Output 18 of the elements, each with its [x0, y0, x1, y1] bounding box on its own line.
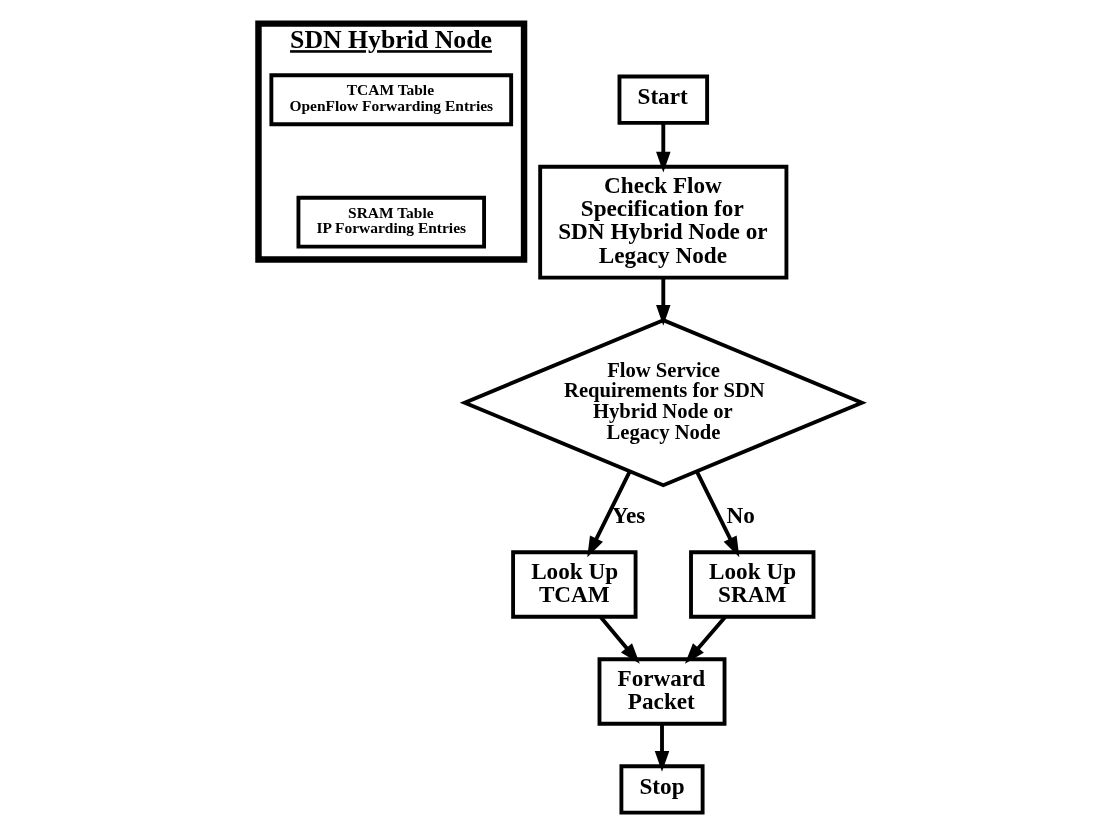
node-box: Forward Packet — [597, 657, 726, 726]
arrow — [655, 123, 671, 173]
edge-label: No — [725, 502, 755, 529]
arrow — [684, 615, 727, 664]
node-box: TCAM Table OpenFlow Forwarding Entries — [268, 73, 513, 127]
node-box: Check Flow Specification for SDN Hybrid Node or Legacy Node — [537, 164, 788, 280]
arrow — [654, 724, 669, 772]
node-box: Look Up TCAM — [510, 550, 637, 619]
edge-label: Yes — [611, 502, 645, 529]
node-box: SRAM Table IP Forwarding Entries — [296, 195, 486, 249]
node-box: Start — [617, 74, 709, 125]
arrow — [586, 470, 631, 558]
node-box: Stop — [618, 764, 705, 815]
node-diamond: Flow Service Requirements for SDN Hybrid Node or Legacy Node — [459, 318, 867, 488]
arrow — [655, 277, 671, 326]
arrow — [598, 615, 640, 664]
arrow — [694, 470, 739, 558]
node-box: Look Up SRAM — [688, 550, 815, 619]
